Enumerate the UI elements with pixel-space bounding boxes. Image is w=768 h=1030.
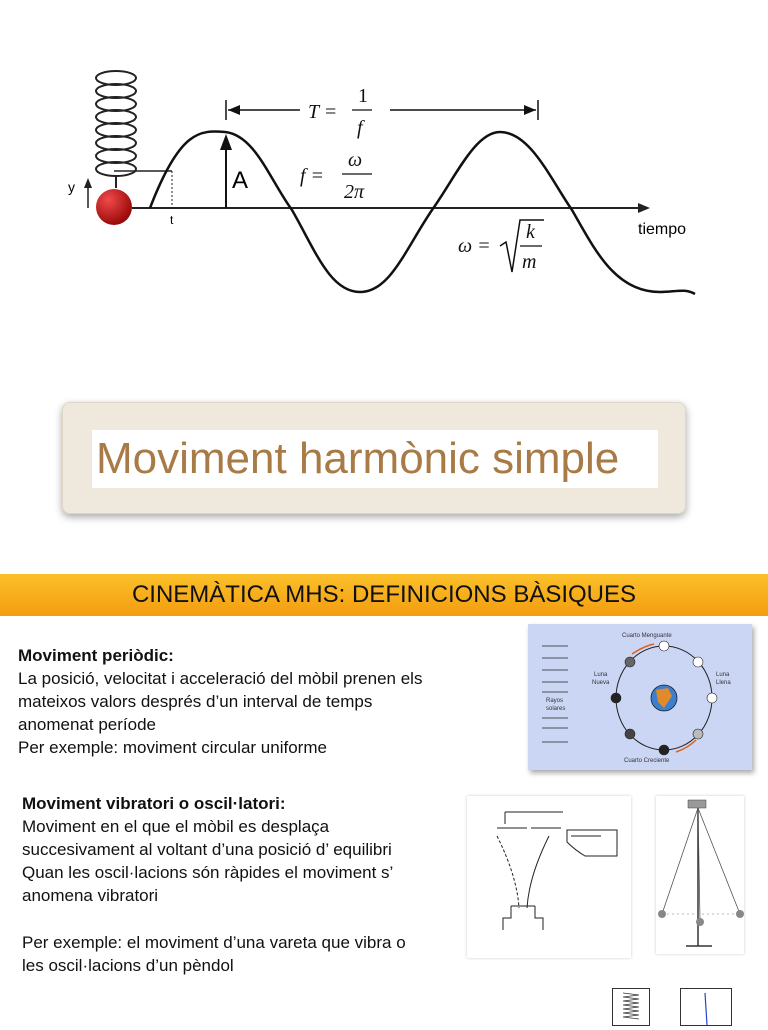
vibratory-heading: Moviment vibratori o oscil·latori:	[22, 794, 286, 813]
periodic-definition: Moviment periòdic: La posició, velocitat…	[18, 644, 518, 759]
vibratory-example: Per exemple: el moviment d’una vareta qu…	[22, 931, 482, 977]
t-label: t	[170, 213, 174, 227]
example-line: Per exemple: el moviment d’una vareta qu…	[22, 933, 406, 952]
moon-top-label: Cuarto Menguante	[622, 633, 672, 639]
spring-thumbnail	[612, 988, 650, 1026]
wave-figure: y tiempo t A T = 1 f f = ω 2π ω = k m	[68, 70, 696, 296]
earth-icon	[650, 684, 678, 712]
freq-formula-num: ω	[348, 149, 362, 171]
y-label: y	[68, 179, 75, 195]
mass-ball	[96, 189, 132, 225]
periodic-line: mateixos valors després d’un interval de…	[18, 692, 373, 711]
vibrating-reed-figure	[467, 796, 631, 958]
rays-label-1: Rayos	[546, 698, 563, 704]
moon-bottom-label: Cuarto Creciente	[624, 758, 670, 764]
period-formula-num: 1	[358, 85, 368, 107]
moon-left-label-2: Nueva	[592, 680, 610, 686]
header-bar	[0, 574, 768, 616]
omega-formula-den: m	[522, 251, 536, 273]
periodic-line: La posició, velocitat i acceleració del …	[18, 669, 423, 688]
pendulum-figure	[656, 796, 744, 954]
periodic-line: Per exemple: moviment circular uniforme	[18, 738, 327, 757]
vibratory-definition: Moviment vibratori o oscil·latori: Movim…	[22, 792, 482, 907]
period-formula-den: f	[357, 117, 365, 139]
sine-wave	[148, 130, 696, 296]
vibratory-line: Moviment en el que el mòbil es desplaça	[22, 817, 330, 836]
time-axis-label: tiempo	[638, 221, 686, 238]
freq-formula-den: 2π	[344, 181, 365, 203]
hand-icon	[566, 829, 618, 857]
moon-left-label-1: Luna	[594, 672, 608, 678]
title-box	[92, 430, 658, 488]
vibratory-line: succesivament al voltant d’una posició d…	[22, 840, 392, 859]
omega-formula-num: k	[526, 221, 536, 243]
vibratory-line: Quan les oscil·lacions són ràpides el mo…	[22, 863, 394, 882]
moon-phases-diagram: Cuarto Menguante Cuarto Creciente Luna N…	[528, 624, 752, 770]
omega-formula-lhs: ω =	[458, 235, 491, 257]
moon-right-label-2: Llena	[716, 680, 731, 686]
amplitude-label: A	[232, 167, 248, 194]
moon-right-label-1: Luna	[716, 672, 730, 678]
example-line: les oscil·lacions d’un pèndol	[22, 956, 234, 975]
rays-label-2: solares	[546, 706, 565, 712]
graph-thumbnail	[680, 988, 732, 1026]
freq-formula-lhs: f =	[300, 165, 324, 187]
moon-phase-icons	[610, 640, 718, 756]
slide-title: Moviment harmònic simple	[96, 434, 620, 483]
section-header: CINEMÀTICA MHS: DEFINICIONS BÀSIQUES	[131, 581, 637, 608]
periodic-line: anomenat període	[18, 715, 156, 734]
spring-icon	[95, 70, 137, 188]
periodic-heading: Moviment periòdic:	[18, 646, 174, 665]
period-formula-lhs: T =	[308, 101, 337, 123]
vibratory-line: anomena vibratori	[22, 886, 159, 905]
